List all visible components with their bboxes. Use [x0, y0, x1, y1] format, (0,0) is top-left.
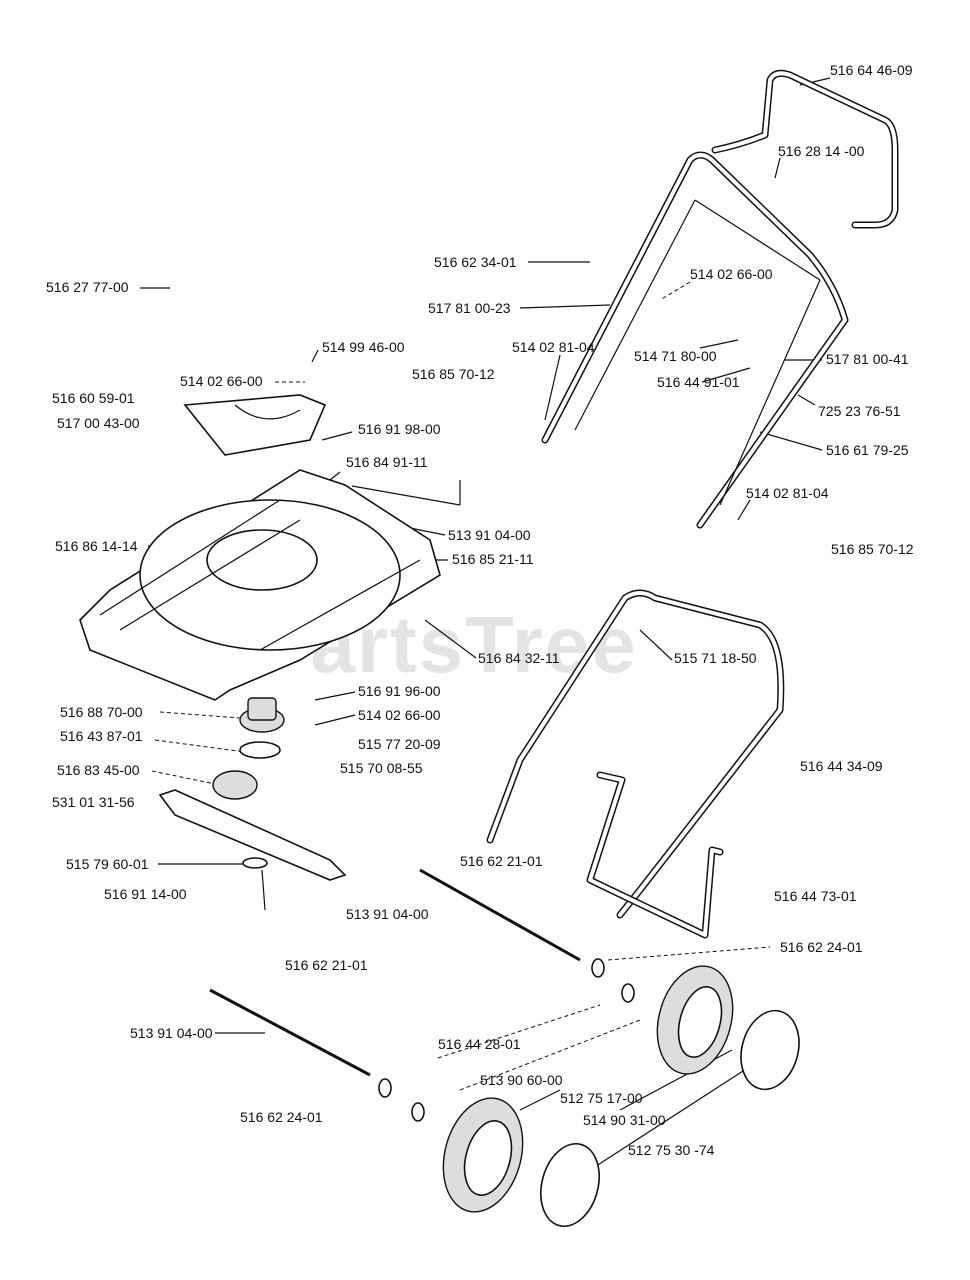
- part-label: 515 79 60-01: [66, 856, 149, 872]
- part-label: 516 85 21-11: [452, 551, 534, 567]
- part-label: 516 61 79-25: [826, 442, 909, 458]
- part-label: 514 71 80-00: [634, 348, 717, 364]
- part-label: 516 91 14-00: [104, 886, 187, 902]
- part-label: 516 62 21-01: [460, 853, 543, 869]
- part-label: 516 43 87-01: [60, 728, 143, 744]
- part-label: 516 62 24-01: [780, 939, 863, 955]
- part-label: 516 28 14 -00: [778, 143, 865, 159]
- part-label: 514 99 46-00: [322, 339, 405, 355]
- part-label: 514 02 66-00: [690, 266, 773, 282]
- part-label: 516 91 98-00: [358, 421, 441, 437]
- part-label: 516 84 32-11: [478, 650, 560, 666]
- part-label: 513 91 04-00: [448, 527, 531, 543]
- part-label: 513 90 60-00: [480, 1072, 563, 1088]
- axles: [209, 868, 581, 1077]
- part-label: 514 90 31-00: [583, 1112, 666, 1128]
- part-label: 513 91 04-00: [346, 906, 429, 922]
- rear-flap: [183, 394, 327, 456]
- part-labels: 516 64 46-09 516 28 14 -00 516 62 34-01 …: [46, 62, 914, 1158]
- wheels: [378, 958, 800, 1228]
- handle-upper: [541, 151, 849, 529]
- part-label: 725 23 76-51: [818, 403, 901, 419]
- part-label: 516 91 96-00: [358, 683, 441, 699]
- part-label: 517 00 43-00: [57, 415, 140, 431]
- part-label: 516 60 59-01: [52, 390, 135, 406]
- blade: [158, 789, 347, 911]
- part-label: 516 83 45-00: [57, 762, 140, 778]
- mower-deck: [79, 469, 441, 701]
- part-label: 512 75 30 -74: [628, 1142, 715, 1158]
- part-label: 514 02 81-04: [746, 485, 829, 501]
- part-label: 516 85 70-12: [831, 541, 914, 557]
- part-label: 516 88 70-00: [60, 704, 143, 720]
- part-label: 516 84 91-11: [346, 454, 428, 470]
- part-label: 516 27 77-00: [46, 279, 129, 295]
- part-label: 516 44 28-01: [438, 1036, 521, 1052]
- motor-hub: [212, 697, 285, 800]
- part-label: 512 75 17-00: [560, 1090, 643, 1106]
- part-label: 516 44 91-01: [657, 374, 740, 390]
- handle-bar: [711, 69, 899, 229]
- part-label: 516 85 70-12: [412, 366, 495, 382]
- part-label: 516 62 21-01: [285, 957, 368, 973]
- part-label: 513 91 04-00: [130, 1025, 213, 1041]
- part-label: 514 02 66-00: [358, 707, 441, 723]
- grass-bag-frame: [586, 771, 724, 939]
- part-label: 516 44 73-01: [774, 888, 857, 904]
- part-label: 516 62 24-01: [240, 1109, 323, 1125]
- handle-lower: [486, 589, 785, 919]
- part-label: 516 64 46-09: [830, 62, 913, 78]
- part-label: 514 02 66-00: [180, 373, 263, 389]
- part-label: 517 81 00-41: [826, 351, 909, 367]
- part-label: 531 01 31-56: [52, 794, 135, 810]
- part-label: 517 81 00-23: [428, 300, 511, 316]
- part-label: 516 44 34-09: [800, 758, 883, 774]
- part-label: 516 86 14-14: [55, 538, 138, 554]
- part-label: 515 70 08-55: [340, 760, 423, 776]
- part-label: 516 62 34-01: [434, 254, 517, 270]
- part-label: 515 71 18-50: [674, 650, 757, 666]
- part-label: 514 02 81-04: [512, 339, 595, 355]
- part-label: 515 77 20-09: [358, 736, 441, 752]
